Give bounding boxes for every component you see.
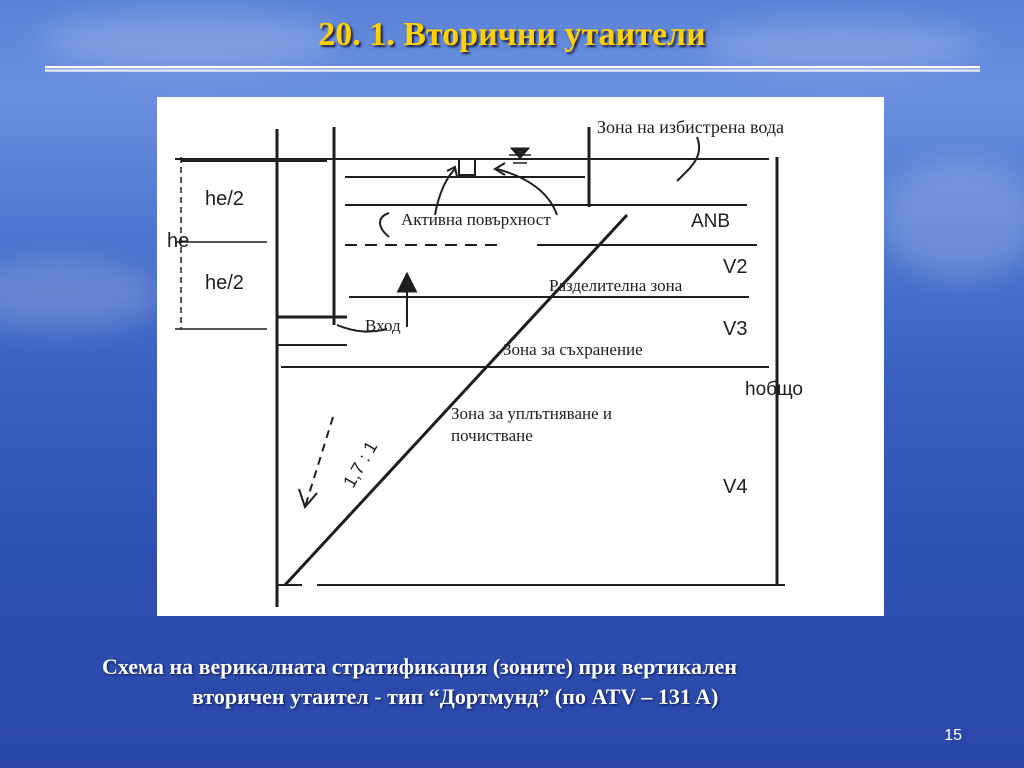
- slope-arrowhead: [298, 488, 318, 509]
- label-he-half-bottom: he/2: [205, 272, 244, 294]
- label-slope: 1,7 : 1: [339, 438, 381, 491]
- slide-title: 20. 1. Вторични утаители: [318, 16, 706, 53]
- clear-water-pointer: [676, 136, 700, 182]
- diagram-panel: Зона на избистрена вода Активна повърхно…: [157, 97, 884, 616]
- label-v4: V4: [723, 476, 747, 498]
- label-thickening-zone-2: почистване: [451, 426, 533, 445]
- sloped-wall: [283, 213, 629, 587]
- slope-arrow: [304, 416, 334, 508]
- arrow-to-weir-left: [434, 168, 456, 216]
- label-h-total: hобщо: [745, 379, 803, 400]
- water-level-triangle: [509, 147, 531, 160]
- weir-box: [458, 158, 476, 176]
- arrow-to-weir-right: [496, 168, 558, 216]
- clarifier-zone-diagram: Зона на избистрена вода Активна повърхно…: [167, 117, 803, 607]
- slide-caption: Схема на верикалната стратификация (зони…: [60, 652, 964, 712]
- label-clear-water-zone: Зона на избистрена вода: [597, 117, 784, 137]
- background-cloud: [40, 10, 340, 70]
- label-a-nb: ANB: [691, 211, 730, 232]
- label-he-half-top: he/2: [205, 188, 244, 210]
- caption-line-2: вторичен утаител - тип “Дортмунд” (по AT…: [192, 684, 719, 709]
- active-surface-bracket: [379, 212, 390, 238]
- inlet-arrowhead: [396, 271, 418, 293]
- label-v3: V3: [723, 318, 747, 340]
- title-divider: [45, 66, 980, 72]
- label-he: he: [167, 230, 189, 252]
- background-cloud: [700, 20, 980, 70]
- label-inlet: Вход: [365, 316, 401, 335]
- label-v2: V2: [723, 256, 747, 278]
- background-cloud: [0, 260, 160, 330]
- slide-number: 15: [944, 727, 962, 744]
- inlet-pointer: [336, 324, 388, 333]
- background-cloud: [880, 160, 1024, 280]
- caption-line-1: Схема на верикалната стратификация (зони…: [102, 654, 737, 679]
- label-storage-zone: Зона за съхранение: [503, 340, 643, 359]
- diagram-labels: Зона на избистрена вода Активна повърхно…: [167, 117, 803, 498]
- label-separation-zone: Разделителна зона: [549, 276, 683, 295]
- label-thickening-zone-1: Зона за уплътняване и: [451, 404, 612, 423]
- label-active-surface: Активна повърхност: [401, 210, 551, 229]
